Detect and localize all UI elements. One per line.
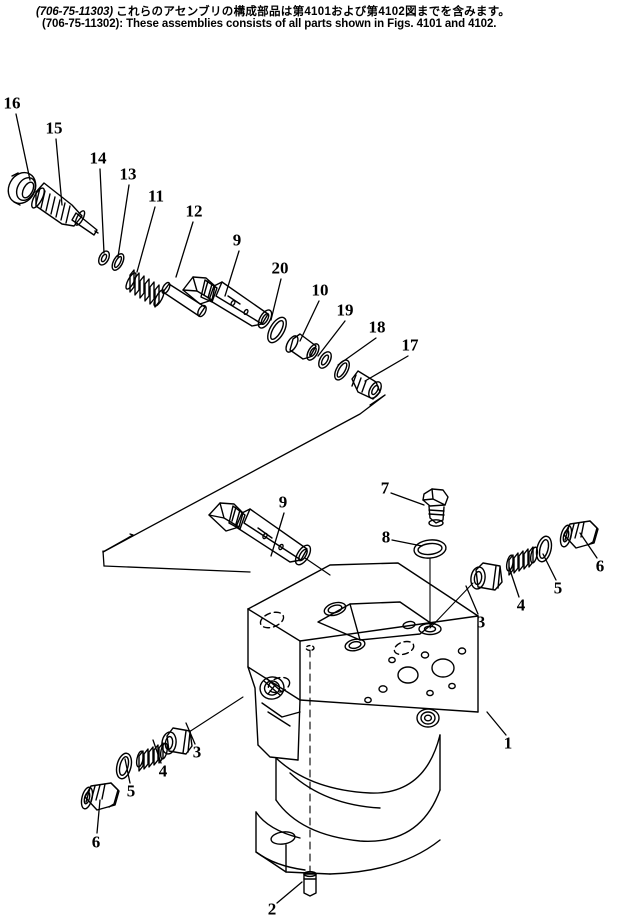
callout-number-20: 20 bbox=[271, 258, 289, 278]
leader-line-9 bbox=[270, 512, 285, 557]
part-19-washer bbox=[318, 351, 332, 369]
callout-number-11: 11 bbox=[147, 186, 165, 206]
callout-number-8: 8 bbox=[381, 527, 391, 547]
callout-number-18: 18 bbox=[368, 317, 386, 337]
part-20-o-ring bbox=[267, 316, 287, 344]
leader-line-14 bbox=[99, 168, 105, 254]
leader-line-17 bbox=[364, 355, 409, 382]
leader-line-5 bbox=[124, 758, 131, 784]
note-line-1-text: これらのアセンブリの構成部品は第4101および第4102図までを含みます。 bbox=[116, 6, 511, 18]
callout-number-3: 3 bbox=[476, 612, 486, 632]
leader-line-19 bbox=[317, 320, 346, 357]
leader-line-4 bbox=[508, 566, 520, 598]
part-6-plug-left bbox=[80, 782, 120, 811]
leader-line-11 bbox=[136, 206, 156, 273]
note-line-1: (706-75-11303) これらのアセンブリの構成部品は第4101および第4… bbox=[36, 3, 510, 19]
leader-line-5 bbox=[542, 553, 557, 581]
callout-number-14: 14 bbox=[89, 148, 107, 168]
leader-line-18 bbox=[337, 337, 377, 366]
note-line-2: (706-75-11302): These assemblies consist… bbox=[42, 18, 496, 30]
callout-number-4: 4 bbox=[158, 761, 168, 781]
note-line-2-text: : These assemblies consists of all parts… bbox=[119, 18, 497, 30]
part-8-o-ring bbox=[413, 539, 447, 628]
leader-line-8 bbox=[391, 539, 423, 547]
part-1-main-valve-body bbox=[247, 562, 479, 875]
part-7-hex-plug bbox=[422, 488, 449, 527]
part-14-washer bbox=[97, 250, 111, 266]
callout-number-1: 1 bbox=[503, 733, 513, 753]
callout-number-10: 10 bbox=[311, 280, 329, 300]
callout-number-9: 9 bbox=[278, 492, 288, 512]
part-13-seat-ring bbox=[111, 253, 125, 271]
part-9-relief-valve-cartridge-lower bbox=[208, 502, 331, 576]
callout-number-3: 3 bbox=[192, 742, 202, 762]
view-separator bbox=[102, 394, 386, 573]
callout-number-19: 19 bbox=[336, 300, 354, 320]
leader-line-3 bbox=[465, 585, 479, 615]
part-12-poppet-rod bbox=[161, 281, 207, 318]
part-15-adjusting-screw bbox=[31, 182, 99, 236]
leader-line-9 bbox=[224, 250, 240, 297]
part-17-plug bbox=[351, 370, 382, 400]
callout-number-5: 5 bbox=[553, 578, 563, 598]
part-3-sleeve-left bbox=[161, 696, 244, 755]
leader-line-15 bbox=[55, 138, 63, 206]
leader-line-6 bbox=[579, 532, 598, 559]
part-9-relief-valve-cartridge-upper bbox=[182, 276, 273, 329]
callout-number-15: 15 bbox=[45, 118, 63, 138]
leader-line-1 bbox=[486, 711, 507, 736]
leader-line-7 bbox=[390, 492, 425, 506]
callout-number-2: 2 bbox=[267, 899, 277, 919]
leader-line-12 bbox=[175, 221, 194, 278]
callout-number-16: 16 bbox=[3, 93, 21, 113]
note-line-2-code: (706-75-11302) bbox=[42, 18, 120, 30]
callout-number-9: 9 bbox=[232, 230, 242, 250]
part-3-sleeve-right bbox=[429, 562, 503, 629]
part-6-plug-right bbox=[559, 520, 599, 549]
leader-line-16 bbox=[15, 113, 31, 181]
part-11-spring bbox=[125, 269, 165, 308]
part-16-lock-nut bbox=[7, 171, 37, 206]
leader-line-2 bbox=[276, 881, 303, 904]
callout-number-12: 12 bbox=[185, 201, 203, 221]
part-4-spring-right bbox=[505, 546, 539, 576]
part-2-dowel-pin bbox=[303, 870, 317, 897]
callout-number-5: 5 bbox=[126, 781, 136, 801]
part-5-washer-right bbox=[535, 535, 553, 563]
leader-line-13 bbox=[117, 184, 130, 258]
part-18-o-ring bbox=[334, 359, 350, 381]
leader-line-3 bbox=[185, 722, 196, 745]
callout-number-6: 6 bbox=[91, 832, 101, 852]
part-10-sleeve bbox=[285, 333, 320, 361]
callout-number-13: 13 bbox=[119, 164, 137, 184]
callout-number-7: 7 bbox=[380, 478, 390, 498]
leader-line-6 bbox=[96, 799, 101, 834]
leader-line-20 bbox=[270, 278, 282, 321]
callout-number-6: 6 bbox=[595, 556, 605, 576]
note-line-1-code: (706-75-11303) bbox=[36, 6, 114, 18]
part-5-washer-left bbox=[115, 752, 133, 780]
callout-number-4: 4 bbox=[516, 595, 526, 615]
callout-leader-lines bbox=[15, 113, 598, 904]
leader-line-10 bbox=[299, 300, 320, 342]
part-4-spring-left bbox=[135, 742, 169, 772]
leader-line-4 bbox=[152, 739, 162, 764]
callout-number-17: 17 bbox=[401, 335, 419, 355]
